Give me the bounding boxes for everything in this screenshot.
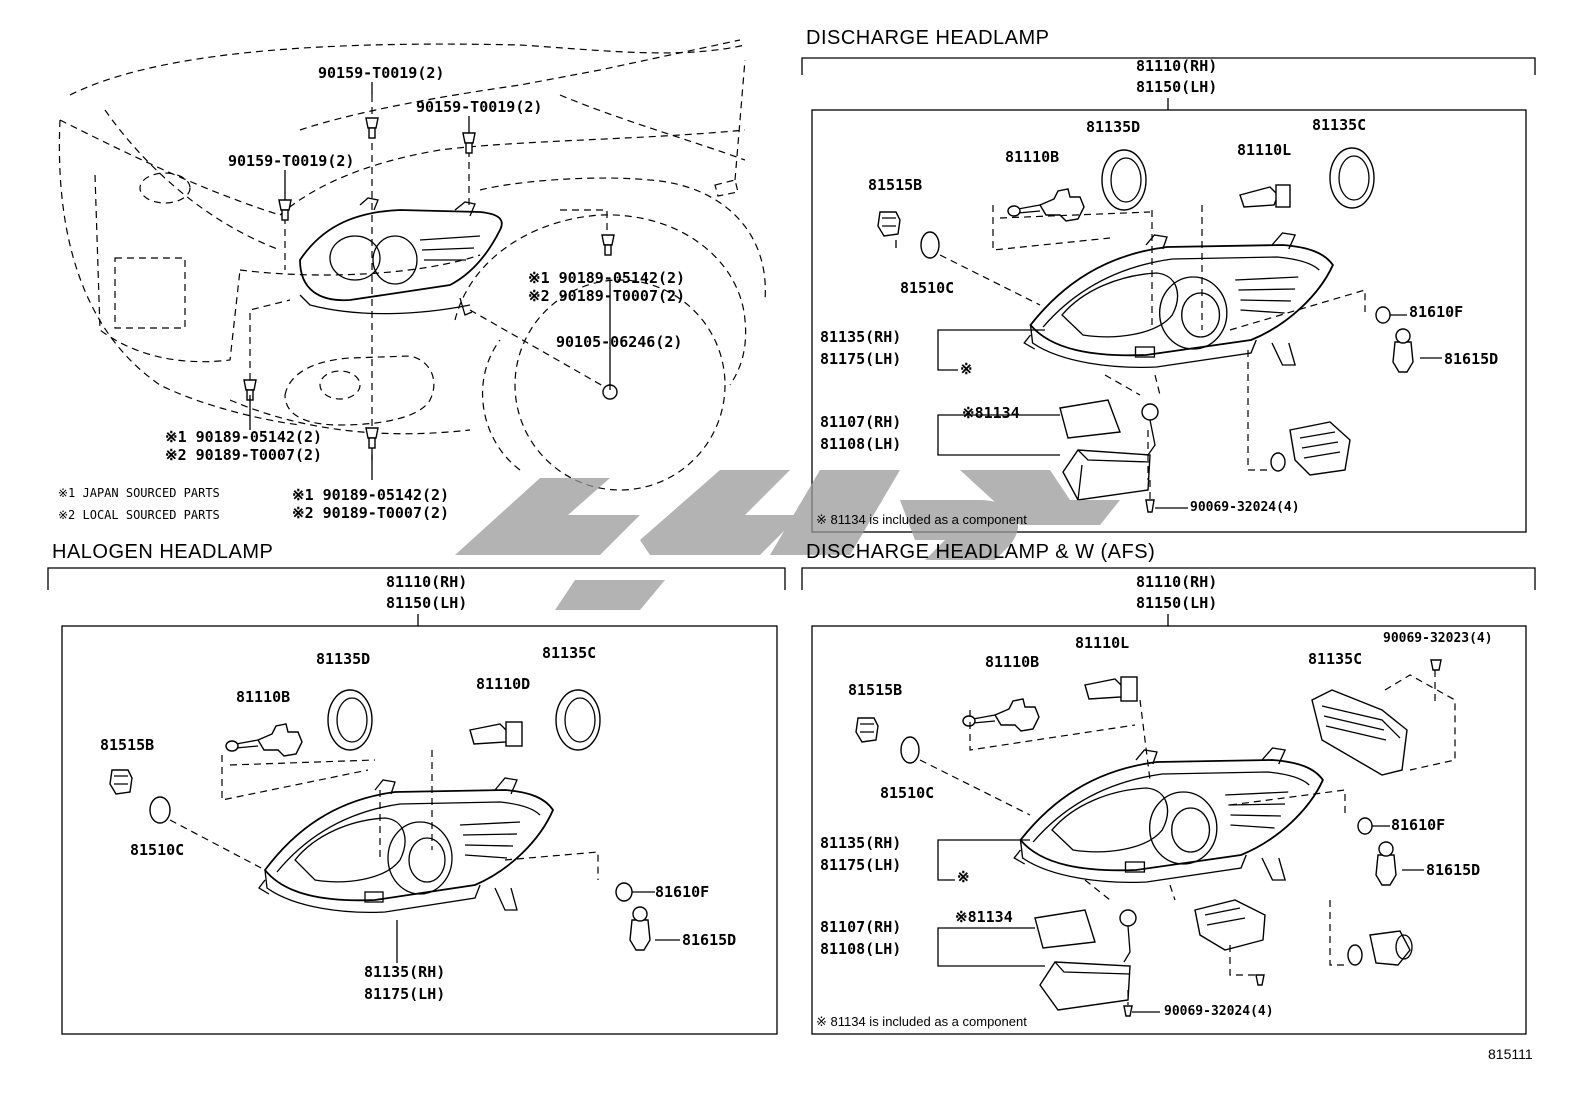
afs-label-gasket: ※81134 [955,908,1013,926]
halogen-label-housing-rh: 81135(RH) [364,963,446,981]
discharge-label-ballast-lh: 81108(LH) [820,435,902,453]
afs-label-housing-rh: 81135(RH) [820,834,902,852]
discharge-label-81110B: 81110B [1005,148,1060,166]
afs-note: ※ 81134 is included as a component [816,1014,1027,1029]
afs-housing-mark: ※ [957,868,970,886]
afs-label-housing-lh: 81175(LH) [820,856,902,874]
afs-label-81615D: 81615D [1426,861,1481,879]
halogen-title: HALOGEN HEADLAMP [52,541,274,563]
discharge-label-81510C: 81510C [900,279,955,297]
halogen-assy-lh: 81150(LH) [386,594,468,612]
discharge-section-art [801,57,1536,533]
label-clip-left-1: ※1 90189-05142(2) [165,428,323,446]
halogen-section-art [47,567,786,1035]
afs-label-81110B: 81110B [985,653,1040,671]
discharge-label-housing-rh: 81135(RH) [820,328,902,346]
label-clip-left-2: ※2 90189-T0007(2) [165,446,323,464]
label-bolt-a: 90159-T0019(2) [318,64,445,82]
label-clip-right-2: ※2 90189-T0007(2) [528,287,686,305]
label-bolt-c: 90159-T0019(2) [228,152,355,170]
halogen-assy-rh: 81110(RH) [386,573,468,591]
car-front-illustration [58,39,766,491]
discharge-label-81615D: 81615D [1444,350,1499,368]
halogen-label-81510C: 81510C [130,841,185,859]
label-clip-bottom-1: ※1 90189-05142(2) [292,486,450,504]
discharge-label-81110L: 81110L [1237,141,1292,159]
afs-section-art [801,567,1536,1035]
discharge-label-81515B: 81515B [868,176,923,194]
afs-label-ballast-rh: 81107(RH) [820,918,902,936]
afs-assy-rh: 81110(RH) [1136,573,1218,591]
discharge-label-ballast-rh: 81107(RH) [820,413,902,431]
halogen-label-81615D: 81615D [682,931,737,949]
discharge-label-housing-lh: 81175(LH) [820,350,902,368]
discharge-title: DISCHARGE HEADLAMP [806,27,1050,49]
afs-title: DISCHARGE HEADLAMP & W (AFS) [806,541,1156,563]
discharge-label-81135D: 81135D [1086,118,1141,136]
halogen-label-81110B: 81110B [236,688,291,706]
discharge-label-81135C: 81135C [1312,116,1367,134]
label-screw: 90105-06246(2) [556,333,683,351]
label-bolt-b: 90159-T0019(2) [416,98,543,116]
afs-label-81610F: 81610F [1391,816,1446,834]
legend-japan: ※1 JAPAN SOURCED PARTS [58,486,220,500]
halogen-label-81110D: 81110D [476,675,531,693]
halogen-label-81515B: 81515B [100,736,155,754]
legend-local: ※2 LOCAL SOURCED PARTS [58,508,220,522]
label-clip-right-1: ※1 90189-05142(2) [528,269,686,287]
afs-label-screw-top: 90069-32023(4) [1383,631,1493,646]
watermark [455,470,1120,610]
label-clip-bottom-2: ※2 90189-T0007(2) [292,504,450,522]
halogen-label-81135D: 81135D [316,650,371,668]
discharge-label-gasket: ※81134 [962,404,1020,422]
afs-label-81135C: 81135C [1308,650,1363,668]
discharge-assy-rh: 81110(RH) [1136,57,1218,75]
discharge-assy-lh: 81150(LH) [1136,78,1218,96]
halogen-label-81135C: 81135C [542,644,597,662]
discharge-label-screw: 90069-32024(4) [1190,500,1300,515]
afs-label-81110L: 81110L [1075,634,1130,652]
afs-label-screw: 90069-32024(4) [1164,1004,1274,1019]
halogen-label-housing-lh: 81175(LH) [364,985,446,1003]
diagram-id: 815111 [1488,1046,1533,1062]
afs-label-81515B: 81515B [848,681,903,699]
afs-assy-lh: 81150(LH) [1136,594,1218,612]
afs-label-ballast-lh: 81108(LH) [820,940,902,958]
afs-label-81510C: 81510C [880,784,935,802]
discharge-label-81610F: 81610F [1409,303,1464,321]
discharge-note: ※ 81134 is included as a component [816,512,1027,527]
halogen-label-81610F: 81610F [655,883,710,901]
discharge-housing-mark: ※ [960,360,973,378]
